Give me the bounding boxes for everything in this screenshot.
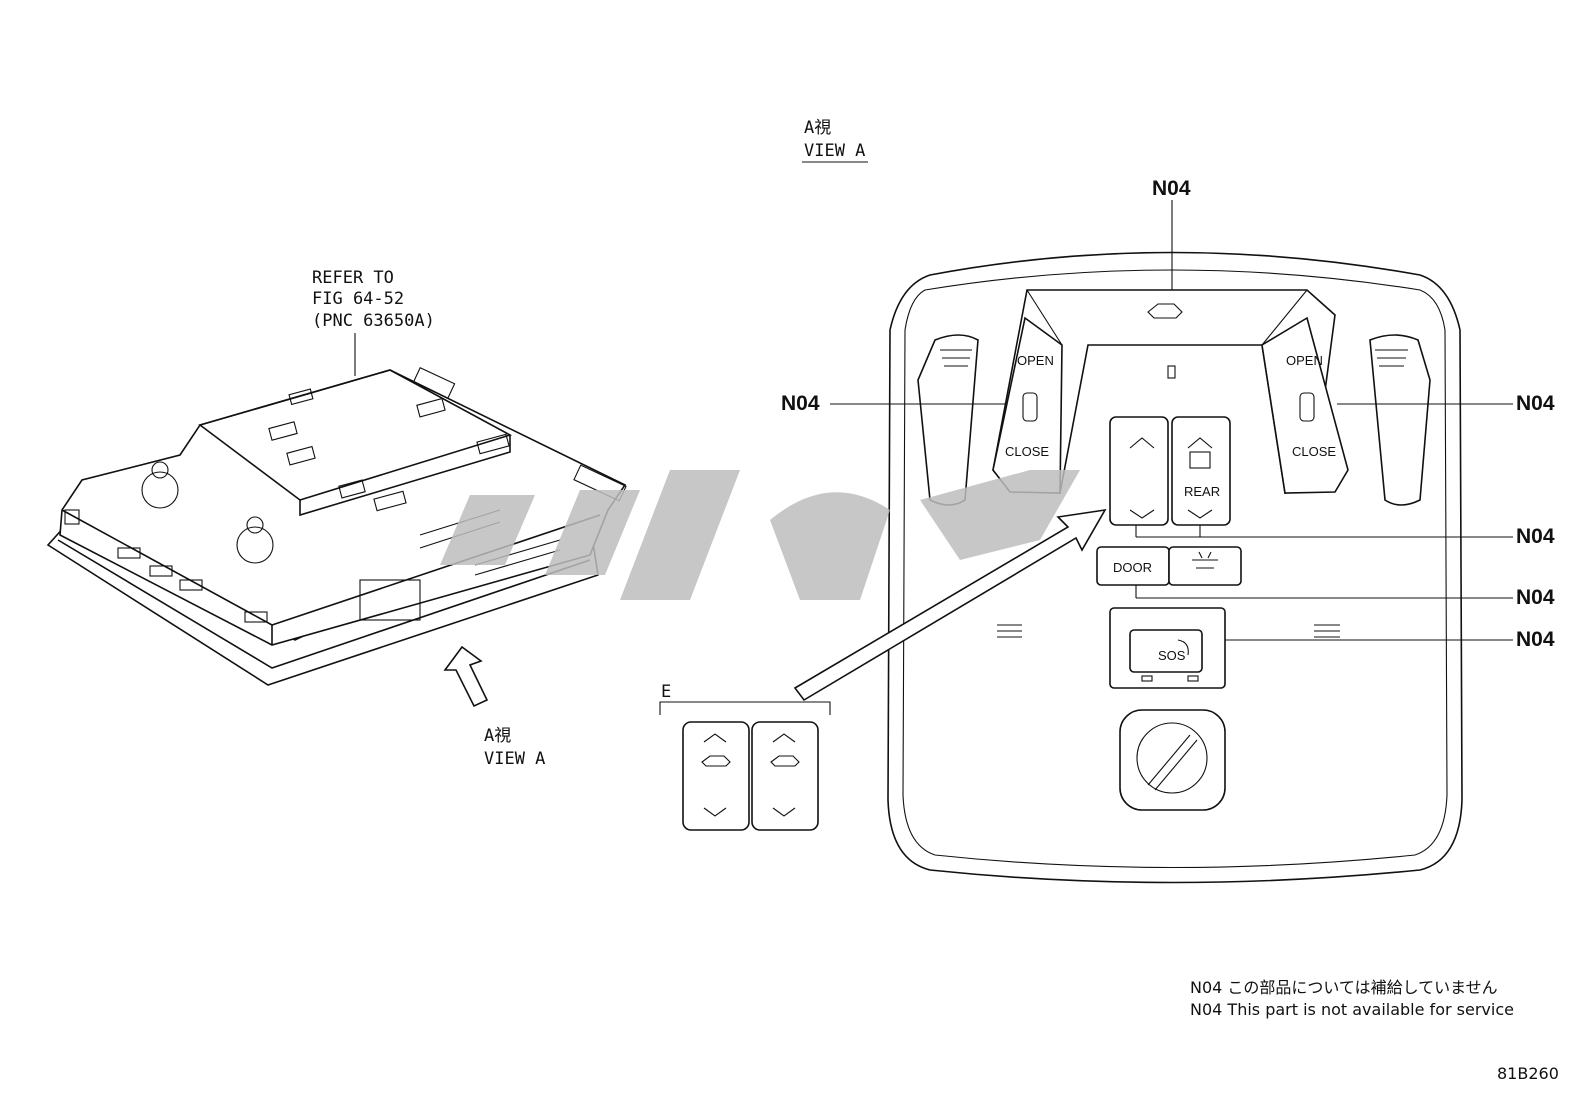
view-a-arrow bbox=[443, 645, 489, 708]
open-right-label: OPEN bbox=[1286, 353, 1323, 368]
watermark bbox=[440, 470, 1080, 600]
indicator-led bbox=[1167, 365, 1176, 379]
refer-line-1: REFER TO bbox=[312, 268, 394, 288]
figure-code: 81B260 bbox=[1497, 1064, 1559, 1083]
detail-e bbox=[659, 701, 831, 831]
sos-button[interactable] bbox=[1129, 629, 1203, 673]
callout-n04-top: N04 bbox=[1152, 177, 1191, 200]
microphone-right bbox=[1314, 624, 1340, 638]
map-lamp-left bbox=[917, 334, 979, 506]
note-jp: N04 この部品については補給していません bbox=[1190, 978, 1498, 997]
rear-label: REAR bbox=[1184, 484, 1220, 499]
microphone-left bbox=[997, 624, 1022, 638]
callout-n04-right: N04 bbox=[1516, 392, 1555, 415]
sunroof-switch[interactable] bbox=[1109, 416, 1169, 526]
callout-n04-door: N04 bbox=[1516, 586, 1555, 609]
detail-e-pointer bbox=[793, 508, 1107, 702]
left-slide-door-switch[interactable] bbox=[992, 316, 1063, 494]
right-door-icon bbox=[1299, 392, 1315, 422]
map-lamp-right bbox=[1369, 334, 1431, 506]
close-left-label: CLOSE bbox=[1005, 444, 1049, 459]
room-lamp-switch[interactable] bbox=[1168, 546, 1242, 586]
sos-arrow-icon bbox=[1177, 639, 1189, 656]
rear-switch[interactable] bbox=[1171, 416, 1231, 526]
refer-line-3: (PNC 63650A) bbox=[312, 311, 435, 331]
view-a-en-arrow: VIEW A bbox=[484, 749, 545, 769]
view-a-jp-arrow: A視 bbox=[484, 726, 511, 746]
rear-climate-icon bbox=[1189, 451, 1211, 469]
sunglass-holder[interactable] bbox=[1119, 709, 1226, 811]
detail-e-switch-left bbox=[682, 721, 750, 831]
view-a-en-title: VIEW A bbox=[804, 141, 865, 161]
door-label: DOOR bbox=[1113, 560, 1152, 575]
close-right-label: CLOSE bbox=[1292, 444, 1336, 459]
right-slide-door-switch[interactable] bbox=[1261, 316, 1349, 494]
callout-n04-left: N04 bbox=[781, 392, 820, 415]
roof-icon bbox=[1147, 303, 1183, 319]
room-lamp-icon bbox=[1192, 551, 1218, 569]
sos-label: SOS bbox=[1158, 648, 1186, 663]
view-a-jp-title: A視 bbox=[804, 118, 831, 138]
overhead-console-assembly bbox=[46, 333, 627, 708]
callout-n04-rear: N04 bbox=[1516, 525, 1555, 548]
detail-e-switch-right bbox=[751, 721, 819, 831]
refer-line-2: FIG 64-52 bbox=[312, 289, 404, 309]
open-left-label: OPEN bbox=[1017, 353, 1054, 368]
callout-n04-sos: N04 bbox=[1516, 628, 1555, 651]
view-a-panel: OPEN CLOSE OPEN CLOSE REAR DOOR SOS bbox=[793, 200, 1513, 884]
left-door-icon bbox=[1022, 392, 1038, 422]
detail-e-label: E bbox=[661, 682, 671, 702]
note-en: N04 This part is not available for servi… bbox=[1190, 1000, 1514, 1019]
